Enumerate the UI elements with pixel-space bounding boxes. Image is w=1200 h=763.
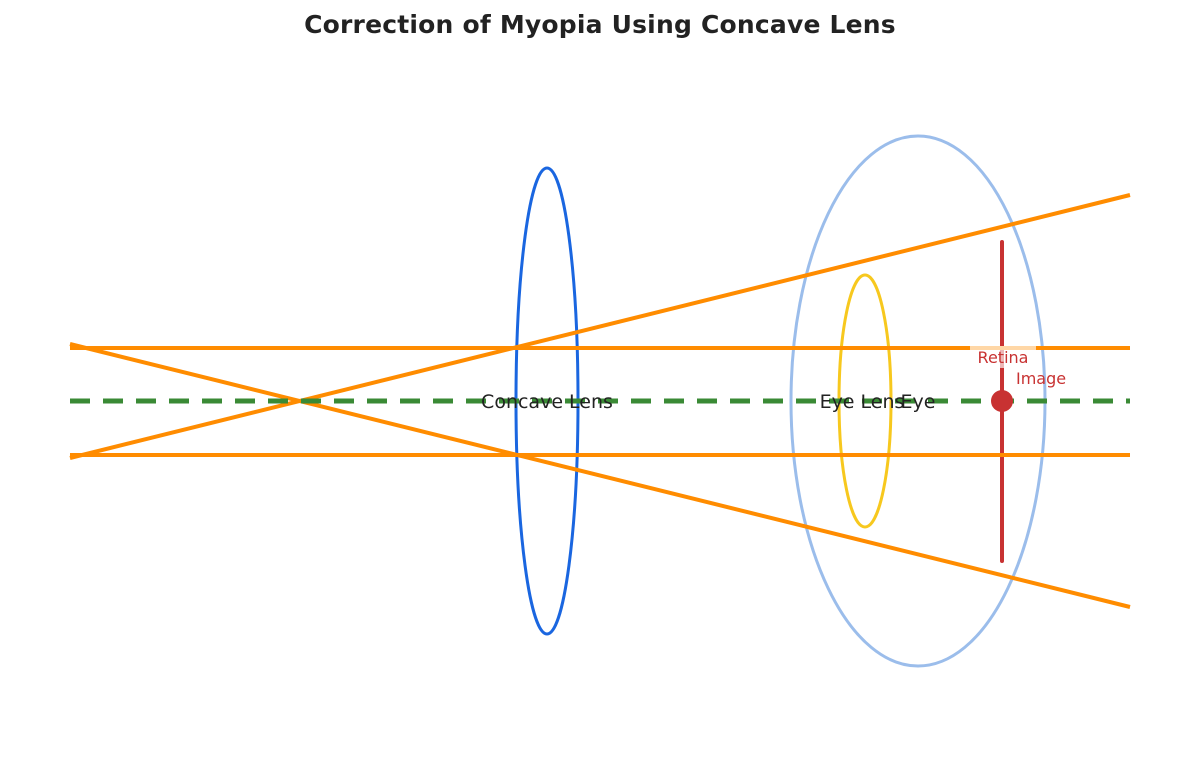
retina-label-bg — [970, 346, 1036, 368]
diagram-title: Correction of Myopia Using Concave Lens — [304, 10, 896, 39]
image-point — [991, 390, 1013, 412]
ray-diverging-down — [69, 342, 1131, 609]
eye-label: Eye — [901, 391, 936, 413]
ray-diverging-up — [69, 193, 1131, 460]
retina-label: Retina — [978, 348, 1029, 367]
concave-lens-label: Concave Lens — [481, 391, 613, 413]
image-label: Image — [1016, 369, 1066, 388]
eye-lens-label: Eye Lens — [820, 391, 905, 413]
